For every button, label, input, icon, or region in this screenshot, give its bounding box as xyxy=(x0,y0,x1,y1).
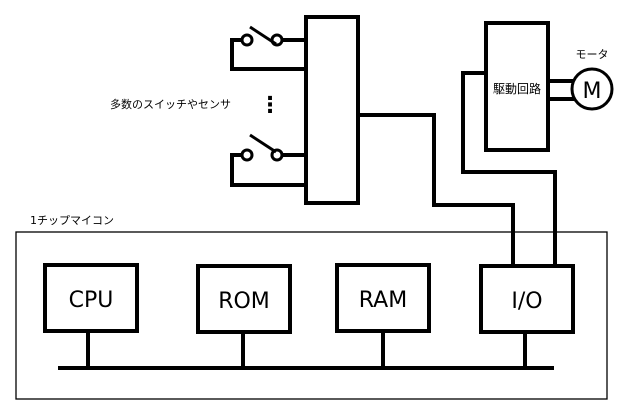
chip-label: 1チップマイコン xyxy=(30,214,114,227)
cpu-label: CPU xyxy=(69,288,114,313)
io-block: I/O xyxy=(479,264,575,334)
io-label: I/O xyxy=(511,289,542,314)
input-interface-block xyxy=(304,15,360,205)
drive-wire xyxy=(461,71,557,266)
rom-block: ROM xyxy=(196,264,292,334)
switch-icon xyxy=(230,25,306,71)
cpu-block: CPU xyxy=(43,263,139,333)
ram-block: RAM xyxy=(335,263,431,333)
motor-caption: モータ xyxy=(576,48,609,61)
input-wire xyxy=(358,113,515,266)
rom-label: ROM xyxy=(218,289,270,314)
sensors-label: 多数のスイッチやセンサ xyxy=(110,97,231,111)
drive-circuit-block: 駆動回路 xyxy=(484,21,550,152)
drive-circuit-label: 駆動回路 xyxy=(493,81,541,96)
ram-label: RAM xyxy=(359,288,407,313)
chip-boundary xyxy=(15,231,608,400)
motor-symbol: M xyxy=(583,79,602,104)
switch-icon xyxy=(230,133,306,187)
motor-icon: M xyxy=(570,67,614,111)
ellipsis-dots: ⋮ xyxy=(259,93,281,118)
